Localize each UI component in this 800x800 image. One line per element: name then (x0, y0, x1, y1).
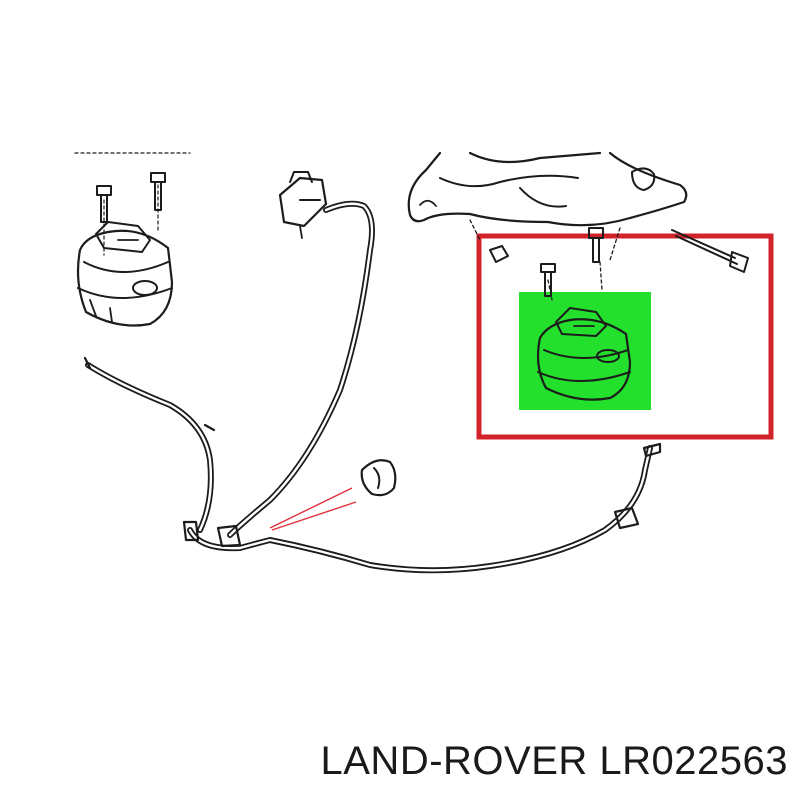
highlight-frame (476, 233, 774, 440)
leader-lines (269, 487, 357, 531)
solenoid-valve (278, 171, 328, 239)
highlighted-engine-mount (469, 219, 774, 440)
hose-clip (360, 459, 397, 497)
chassis-bracket (407, 151, 688, 227)
left-mount-bolt-2 (150, 172, 166, 211)
mount-bolt-left (540, 263, 556, 297)
highlighted-mount-body (536, 307, 632, 401)
left-mount-bolt-1 (96, 185, 112, 223)
left-engine-mount (74, 152, 191, 327)
mount-bolt-long (671, 229, 749, 273)
vacuum-hoses (83, 200, 662, 574)
mount-bolt-center (588, 227, 604, 263)
part-number-caption: LAND-ROVER LR022563 (320, 739, 788, 783)
mount-nut (489, 245, 509, 263)
